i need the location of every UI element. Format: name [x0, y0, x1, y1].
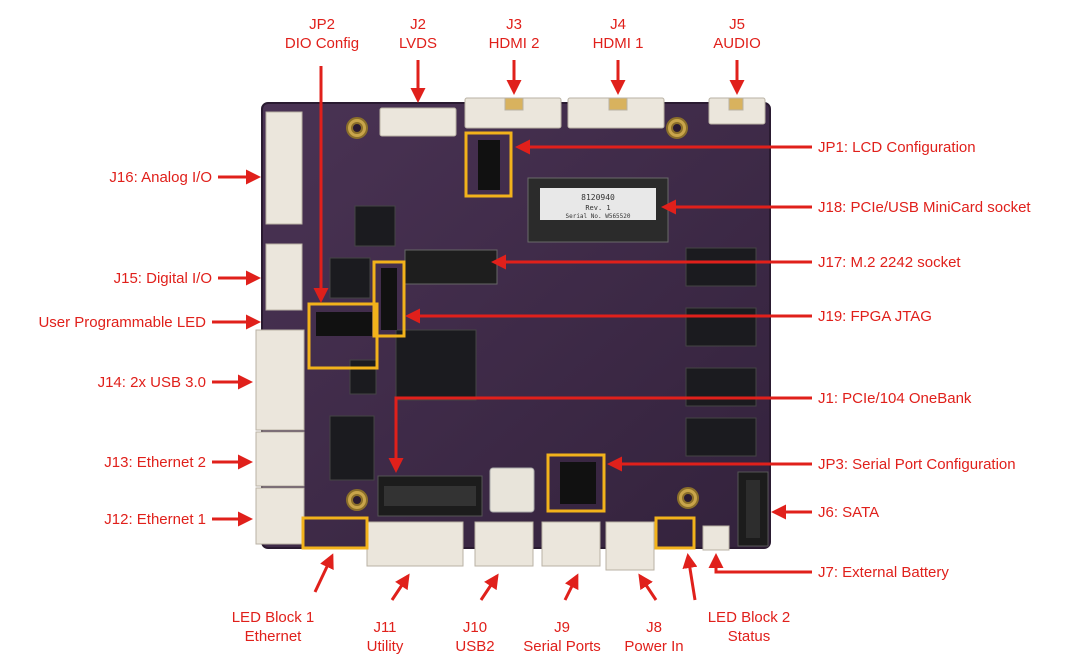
label-jp1: JP1: LCD Configuration: [818, 139, 976, 156]
label-j12: J12: Ethernet 1: [104, 511, 206, 528]
label-j14: J14: 2x USB 3.0: [97, 374, 206, 391]
label-j13: J13: Ethernet 2: [104, 454, 206, 471]
label-j15: J15: Digital I/O: [113, 270, 212, 287]
label-j16: J16: Analog I/O: [109, 169, 212, 186]
mounting-holes: [346, 117, 699, 511]
label-jp3: JP3: Serial Port Configuration: [818, 456, 1016, 473]
board-serial: Serial No. W565520: [565, 213, 630, 220]
label-j6: J6: SATA: [818, 504, 880, 521]
label-j17: J17: M.2 2242 socket: [818, 254, 961, 271]
m2-socket: [404, 249, 498, 285]
highlight-boxes: [301, 131, 696, 550]
top-connectors: [379, 97, 766, 137]
header-pins: [316, 140, 596, 504]
bottom-connectors: [366, 521, 730, 571]
label-j18: J18: PCIe/USB MiniCard socket: [818, 199, 1031, 216]
label-user-led: User Programmable LED: [38, 314, 206, 331]
left-connectors: [255, 111, 305, 545]
board-revision: Rev. 1: [585, 204, 610, 212]
label-j1: J1: PCIe/104 OneBank: [818, 390, 972, 407]
label-j7: J7: External Battery: [818, 564, 949, 581]
board-part-number: 8120940: [581, 193, 615, 202]
label-j19: J19: FPGA JTAG: [818, 308, 932, 325]
